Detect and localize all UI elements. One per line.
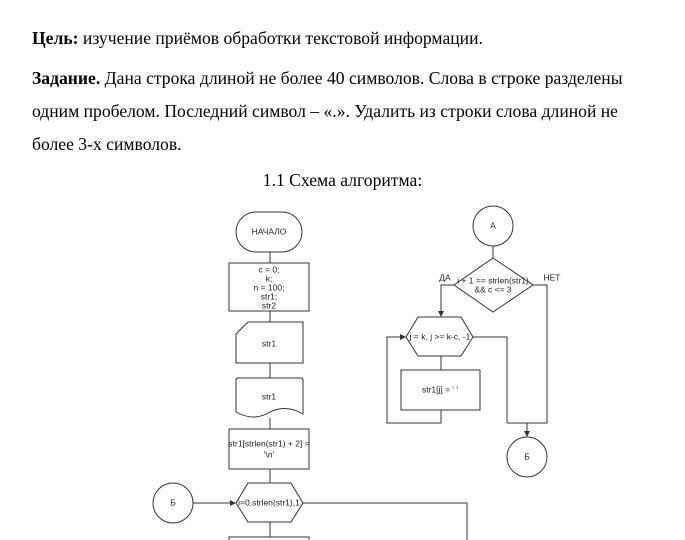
yes-label: ДА: [439, 272, 451, 282]
goal-label: Цель:: [32, 28, 79, 48]
svg-text:Б: Б: [524, 451, 530, 461]
svg-text:'\n': '\n': [264, 449, 275, 459]
task-paragraph: Задание. Дана строка длиной не более 40 …: [32, 62, 623, 161]
task-line-1: Дана строка длиной не более 40 символов.…: [100, 68, 623, 88]
svg-text:k;: k;: [266, 273, 273, 283]
task-line-2: одним пробелом. Последний символ – «.». …: [32, 101, 618, 121]
no-label: НЕТ: [544, 272, 561, 282]
output-document-block: str1: [235, 377, 304, 418]
assign-process-box: str1[strlen(str1) + 2] = '\n': [228, 428, 310, 470]
goal-paragraph: Цель: изучение приёмов обработки текстов…: [32, 22, 483, 55]
svg-text:str1[strlen(str1) + 2] =: str1[strlen(str1) + 2] =: [228, 438, 309, 448]
no-branch-line: [507, 284, 548, 424]
loop-i-exit-line: [303, 502, 468, 540]
start-terminal: НАЧАЛО: [235, 211, 303, 253]
svg-text:А: А: [490, 220, 496, 230]
connector-b-left: Б: [152, 482, 194, 524]
goal-text: изучение приёмов обработки текстовой инф…: [78, 28, 483, 48]
connector-b-right: Б: [506, 436, 548, 478]
svg-text:str2: str2: [262, 300, 276, 310]
yes-branch-line: [438, 284, 454, 317]
loop-i-hexagon: i=0,strlen(str1),1: [235, 482, 304, 523]
svg-text:str1;: str1;: [261, 291, 278, 301]
init-process-box: c = 0; k; n = 100; str1; str2: [228, 262, 310, 312]
task-label: Задание.: [32, 68, 101, 88]
svg-text:str1: str1: [262, 338, 276, 348]
assign-j-box: str1[j] = ' ': [400, 369, 481, 411]
svg-text:i=0,strlen(str1),1: i=0,strlen(str1),1: [238, 497, 300, 507]
loop-j-exit-line: [473, 336, 508, 423]
svg-text:Б: Б: [170, 497, 176, 507]
input-manual-block: str1: [235, 321, 304, 364]
svg-text:str1[j] = ' ': str1[j] = ' ': [422, 384, 458, 394]
svg-text:&& c <= 3: && c <= 3: [474, 284, 512, 294]
svg-text:c = 0;: c = 0;: [258, 264, 279, 274]
svg-text:str1: str1: [262, 391, 276, 401]
task-line-3: более 3-х символов.: [32, 134, 182, 154]
svg-text:НАЧАЛО: НАЧАЛО: [252, 226, 287, 236]
svg-text:j = k, j >= k-c, -1: j = k, j >= k-c, -1: [409, 331, 471, 341]
loop-j-back-line: [386, 334, 442, 424]
connector-a: А: [472, 205, 514, 247]
next-process-box: [228, 536, 310, 540]
figure-caption: 1.1 Схема алгоритма:: [262, 170, 423, 190]
svg-text:i + 1 == strlen(str1): i + 1 == strlen(str1): [457, 275, 529, 285]
loop-j-hexagon: j = k, j >= k-c, -1: [405, 316, 474, 357]
svg-text:n = 100;: n = 100;: [254, 282, 285, 292]
condition-diamond: i + 1 == strlen(str1) && c <= 3: [453, 257, 534, 313]
